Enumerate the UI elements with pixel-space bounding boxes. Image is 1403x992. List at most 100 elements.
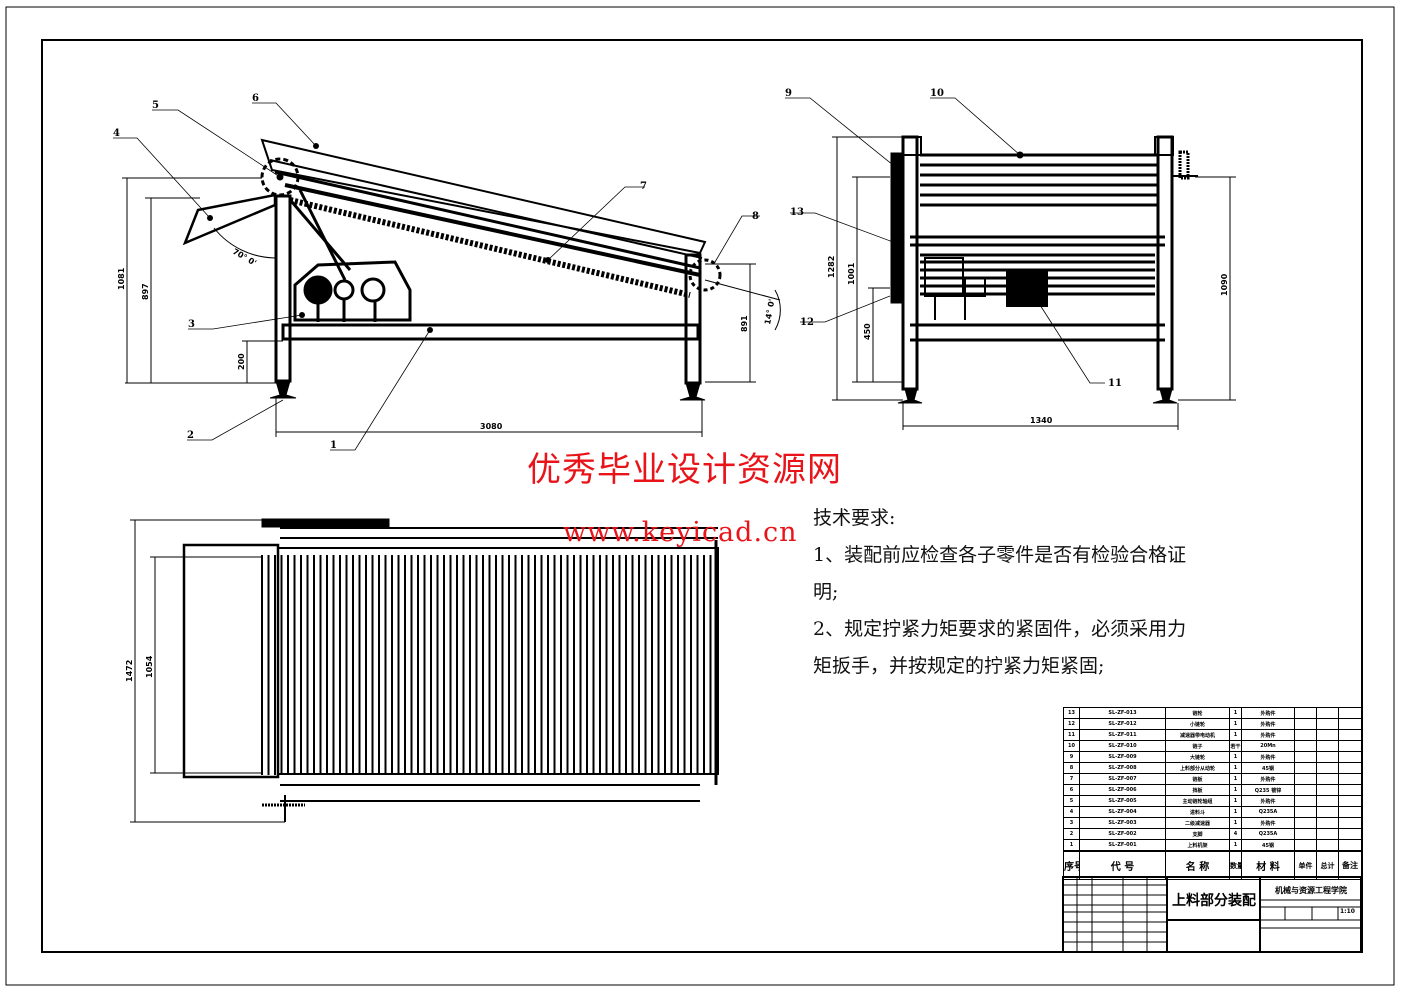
bom-cell-empty xyxy=(1294,806,1317,818)
tech-line-3: 2、规定拧紧力矩要求的紧固件，必须采用力 xyxy=(813,618,1187,640)
dim-891: 891 xyxy=(740,315,749,332)
bom-cell-qty: 1 xyxy=(1229,773,1242,785)
bom-header-material: 材 料 xyxy=(1241,850,1295,880)
bom-cell-seq: 13 xyxy=(1063,707,1080,719)
bom-cell-qty: 1 xyxy=(1229,751,1242,763)
side-view xyxy=(785,97,1236,430)
bom-cell-empty xyxy=(1294,762,1317,774)
bom-cell-empty xyxy=(1294,718,1317,730)
bom-header-name: 名 称 xyxy=(1165,850,1230,880)
bom-cell-material: 外购件 xyxy=(1241,751,1295,763)
bom-cell-material: Q235A xyxy=(1241,828,1295,840)
bom-cell-material: 外购件 xyxy=(1241,817,1295,829)
top-view xyxy=(130,518,719,823)
bom-cell-empty xyxy=(1316,762,1339,774)
bom-cell-empty xyxy=(1316,806,1339,818)
bom-cell-material: 45钢 xyxy=(1241,839,1295,852)
bom-cell-empty xyxy=(1338,806,1362,818)
bom-cell-qty: 1 xyxy=(1229,817,1242,829)
bom-cell-seq: 4 xyxy=(1063,806,1080,818)
watermark-cn: 优秀毕业设计资源网 xyxy=(527,450,842,490)
bom-cell-name: 链轮 xyxy=(1165,707,1230,719)
bom-cell-code: SL-ZF-004 xyxy=(1079,806,1166,818)
bom-cell-material: 外购件 xyxy=(1241,795,1295,807)
dim-3080: 3080 xyxy=(480,422,503,431)
bom-cell-empty xyxy=(1316,784,1339,796)
motor-reducer xyxy=(924,257,1048,320)
bom-cell-code: SL-ZF-007 xyxy=(1079,773,1166,785)
part-label-7: 7 xyxy=(640,181,647,192)
drawing-title: 上料部分装配 xyxy=(1172,893,1256,909)
drawing-scale: 1:10 xyxy=(1340,908,1355,915)
dim-14deg: 14° 0' xyxy=(763,298,776,325)
dim-1472: 1472 xyxy=(125,660,134,682)
bom-cell-empty xyxy=(1316,740,1339,752)
bom-cell-name: 支脚 xyxy=(1165,828,1230,840)
bom-cell-qty: 1 xyxy=(1229,707,1242,719)
bom-cell-seq: 9 xyxy=(1063,751,1080,763)
bom-cell-name: 上料部分从动轮 xyxy=(1165,762,1230,774)
dim-1054: 1054 xyxy=(145,655,154,678)
bom-cell-name: 减速器带电动机 xyxy=(1165,729,1230,741)
bom-cell-material: Q235A xyxy=(1241,806,1295,818)
dim-897: 897 xyxy=(141,283,150,300)
bom-cell-empty xyxy=(1316,817,1339,829)
gear-reducer xyxy=(293,260,412,322)
bom-cell-empty xyxy=(1338,839,1362,852)
bom-cell-material: 外购件 xyxy=(1241,718,1295,730)
tech-line-2: 明; xyxy=(813,581,839,603)
bom-cell-seq: 1 xyxy=(1063,839,1080,852)
chain xyxy=(289,197,691,298)
tech-line-4: 矩扳手，并按规定的拧紧力矩紧固; xyxy=(813,655,1105,677)
part-label-9: 9 xyxy=(785,88,792,99)
bom-cell-empty xyxy=(1316,828,1339,840)
bom-cell-empty xyxy=(1294,839,1317,852)
bom-cell-code: SL-ZF-011 xyxy=(1079,729,1166,741)
bom-cell-empty xyxy=(1294,795,1317,807)
dim-1282: 1282 xyxy=(827,256,836,278)
bom-cell-code: SL-ZF-010 xyxy=(1079,740,1166,752)
bom-cell-empty xyxy=(1338,751,1362,763)
part-label-5: 5 xyxy=(152,100,159,111)
bom-cell-name: 链子 xyxy=(1165,740,1230,752)
outer-border xyxy=(5,6,1395,986)
dim-200: 200 xyxy=(237,353,246,370)
bom-cell-code: SL-ZF-005 xyxy=(1079,795,1166,807)
part-label-11: 11 xyxy=(1108,378,1122,389)
bom-cell-empty xyxy=(1338,817,1362,829)
part-label-3: 3 xyxy=(188,319,195,330)
bom-cell-code: SL-ZF-003 xyxy=(1079,817,1166,829)
bom-cell-seq: 7 xyxy=(1063,773,1080,785)
bom-cell-empty xyxy=(1316,795,1339,807)
dim-1090: 1090 xyxy=(1220,273,1229,296)
bom-header-total: 总计 xyxy=(1316,850,1339,880)
bom-cell-qty: 1 xyxy=(1229,762,1242,774)
bom-cell-seq: 12 xyxy=(1063,718,1080,730)
bom-cell-empty xyxy=(1338,729,1362,741)
dim-70deg: 70° 0' xyxy=(231,247,258,268)
bom-cell-empty xyxy=(1338,828,1362,840)
bom-cell-empty xyxy=(1294,707,1317,719)
bom-cell-material: 外购件 xyxy=(1241,707,1295,719)
bom-cell-empty xyxy=(1294,817,1317,829)
dim-1081: 1081 xyxy=(117,267,126,290)
bom-cell-empty xyxy=(1338,795,1362,807)
bom-header-code: 代 号 xyxy=(1079,850,1166,880)
bom-cell-name: 小链轮 xyxy=(1165,718,1230,730)
bom-cell-code: SL-ZF-002 xyxy=(1079,828,1166,840)
bom-header-row: 序号 代 号 名 称 数量 材 料 单件 总计 备注 xyxy=(1063,850,1362,880)
bom-header-qty: 数量 xyxy=(1229,850,1242,880)
part-label-8: 8 xyxy=(752,211,759,222)
bom-cell-seq: 3 xyxy=(1063,817,1080,829)
